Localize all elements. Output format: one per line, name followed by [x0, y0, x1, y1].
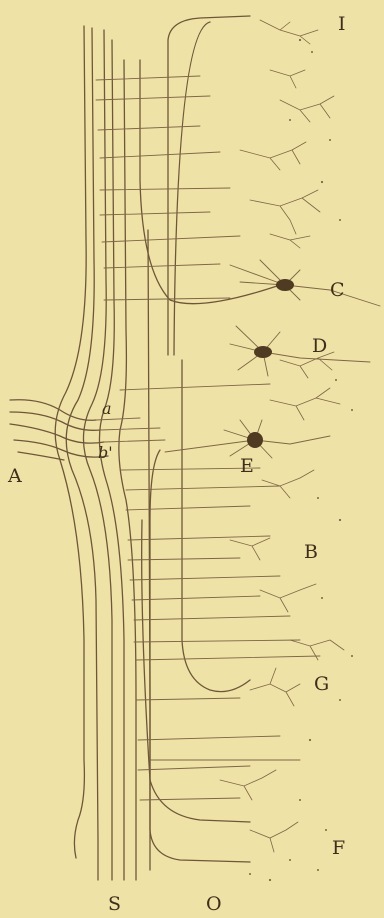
- input-fibers-A: [10, 400, 165, 460]
- label-D: D: [312, 335, 327, 357]
- neuron-E: [165, 420, 330, 458]
- cell-body-C: [276, 279, 294, 291]
- label-G: G: [314, 673, 329, 695]
- label-F: F: [332, 837, 345, 859]
- label-a: a: [102, 399, 112, 418]
- label-b: b': [98, 443, 113, 462]
- cell-body-E: [247, 432, 263, 448]
- stipple-dots: [249, 39, 353, 881]
- label-O: O: [206, 893, 222, 915]
- cell-body-D: [254, 346, 272, 358]
- arborizations: [220, 20, 344, 852]
- label-E: E: [240, 455, 254, 477]
- neuron-C: [230, 260, 380, 306]
- label-A: A: [7, 465, 22, 487]
- label-C: C: [330, 279, 345, 301]
- neuron-D: [230, 326, 370, 376]
- label-I: I: [338, 13, 346, 35]
- label-S: S: [108, 893, 121, 915]
- label-B: B: [304, 541, 318, 563]
